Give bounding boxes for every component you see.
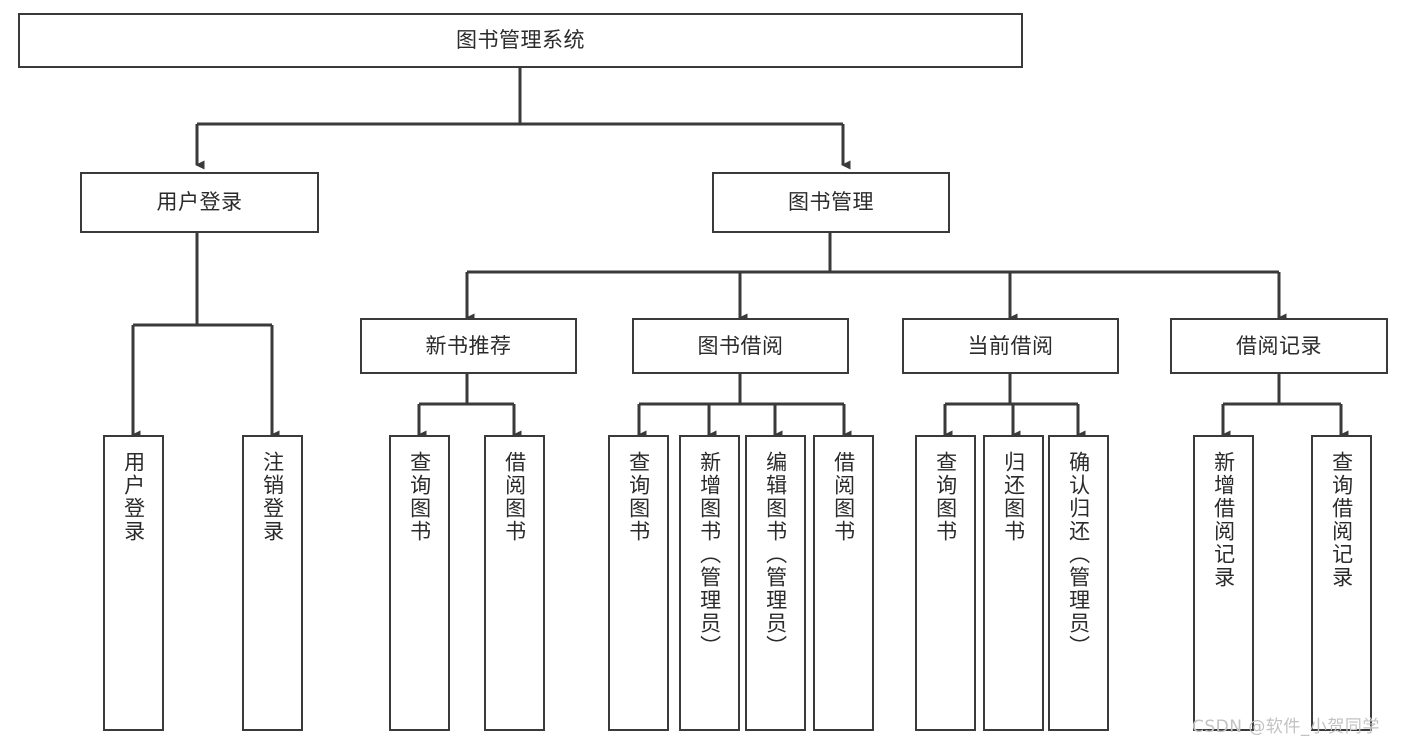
connector-newbook-to-leaves [417,374,522,440]
node-label: 新书推荐 [425,333,512,358]
node-label: 注销登录 [260,451,285,543]
leaf-book-borrow-query[interactable]: 查询图书 [608,435,669,731]
connector-currentborrow-to-leaves [943,374,1086,440]
leaf-borrow-record-add[interactable]: 新增借阅记录 [1193,435,1254,731]
leaf-book-borrow-add-admin[interactable]: 新增图书（管理员） [679,435,740,731]
node-user-login[interactable]: 用户登录 [80,172,319,233]
node-label: 编辑图书（管理员） [763,451,788,658]
node-label: 新增图书（管理员） [697,451,722,658]
node-label: 图书借阅 [697,333,784,358]
node-label: 借阅图书 [502,451,527,543]
node-current-borrow[interactable]: 当前借阅 [902,318,1119,374]
connector-borrowrecord-to-leaves [1221,374,1349,440]
leaf-current-borrow-confirm-admin[interactable]: 确认归还（管理员） [1048,435,1109,731]
node-label: 当前借阅 [967,333,1054,358]
connector-user-login-to-leaves [131,233,280,440]
node-label: 查询图书 [626,451,651,543]
node-label: 借阅记录 [1236,333,1322,358]
node-book-borrow[interactable]: 图书借阅 [632,318,849,374]
leaf-new-book-borrow[interactable]: 借阅图书 [484,435,545,731]
node-label: 用户登录 [156,190,243,215]
leaf-current-borrow-query[interactable]: 查询图书 [915,435,976,731]
node-label: 查询图书 [407,451,432,543]
node-label: 图书管理系统 [456,28,585,53]
leaf-book-borrow-edit-admin[interactable]: 编辑图书（管理员） [745,435,806,731]
node-book-management[interactable]: 图书管理 [712,172,950,233]
node-label: 归还图书 [1001,451,1026,543]
connector-book-manage-to-level3 [465,233,1287,323]
node-root-library-system[interactable]: 图书管理系统 [18,13,1023,68]
connector-bookborrow-to-leaves [637,374,852,440]
node-label: 查询借阅记录 [1329,451,1354,589]
leaf-user-login-login[interactable]: 用户登录 [103,435,164,731]
node-label: 新增借阅记录 [1211,451,1236,589]
node-new-book-recommend[interactable]: 新书推荐 [360,318,577,374]
node-label: 图书管理 [788,190,874,215]
node-borrow-record[interactable]: 借阅记录 [1170,318,1388,374]
leaf-current-borrow-return[interactable]: 归还图书 [983,435,1044,731]
node-label: 查询图书 [933,451,958,543]
leaf-user-login-logout[interactable]: 注销登录 [242,435,303,731]
leaf-new-book-query[interactable]: 查询图书 [389,435,450,731]
node-label: 用户登录 [121,451,146,543]
node-label: 借阅图书 [831,451,856,543]
node-label: 确认归还（管理员） [1066,451,1091,658]
connector-root-to-level2 [195,68,851,170]
leaf-borrow-record-query[interactable]: 查询借阅记录 [1311,435,1372,731]
leaf-book-borrow-borrow[interactable]: 借阅图书 [813,435,874,731]
